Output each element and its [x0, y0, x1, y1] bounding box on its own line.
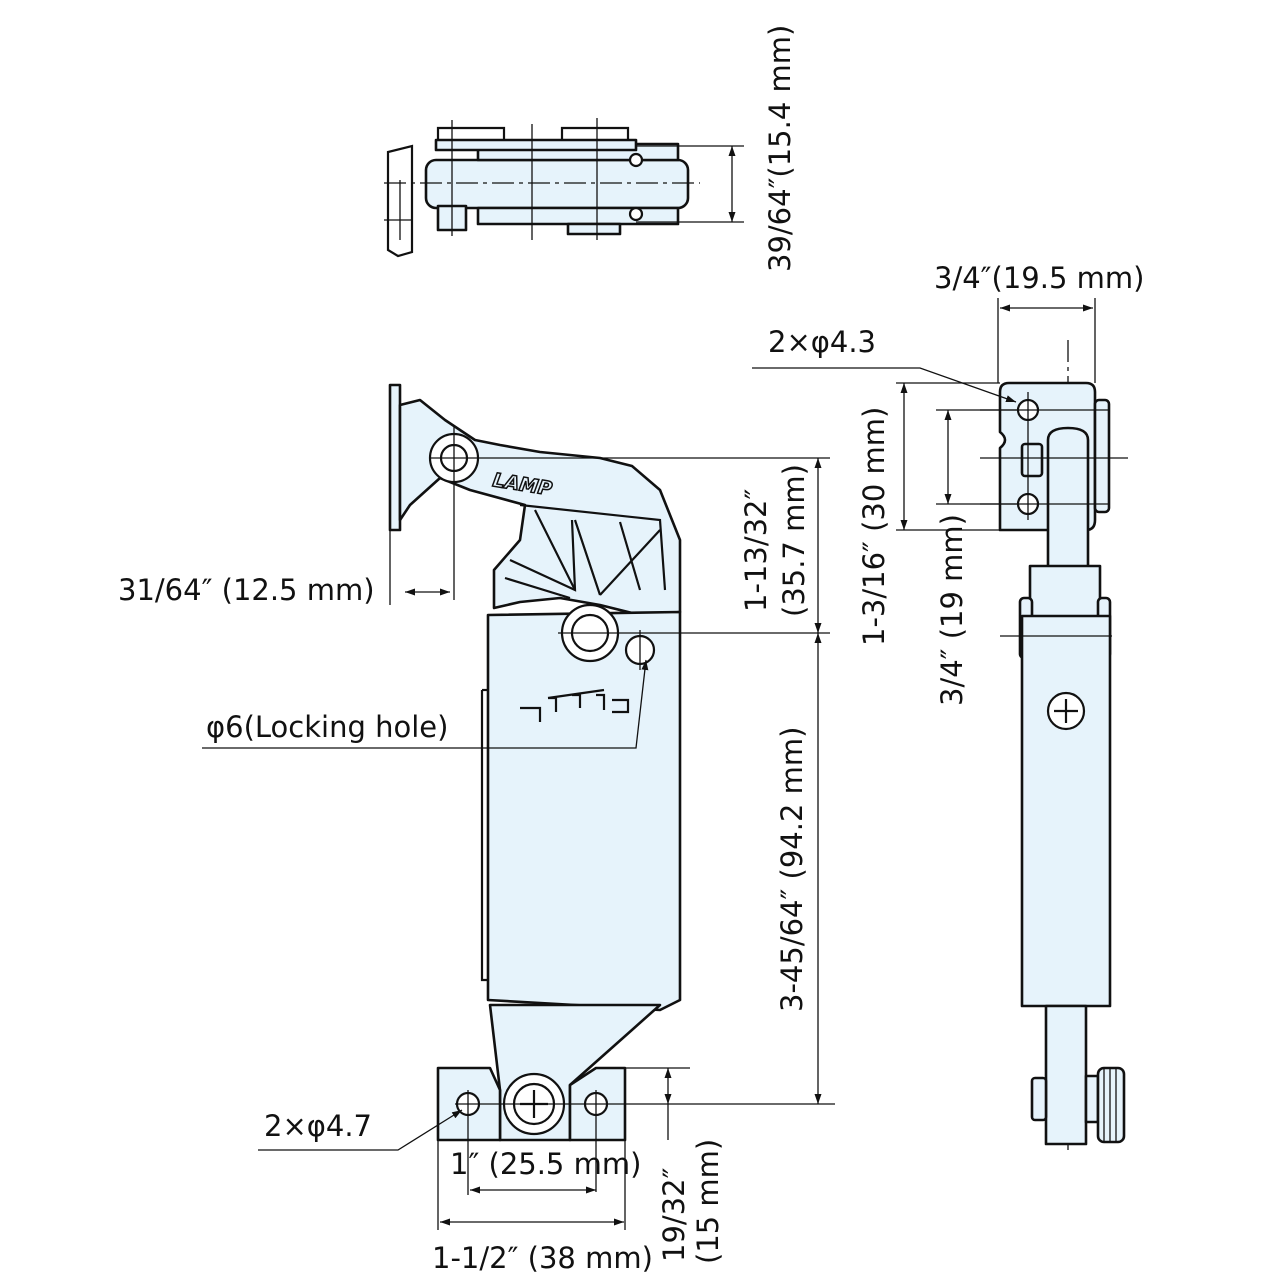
- body-length-label: 3-45/64″ (94.2 mm): [775, 727, 809, 1012]
- pivot-to-hole-label-2: (35.7 mm): [777, 464, 811, 617]
- top-view: [384, 118, 744, 258]
- front-view: LAMP: [388, 383, 835, 1230]
- top-height-label: 39/64″(15.4 mm): [763, 25, 797, 272]
- side-hole-pitch-label: 1-3/16″ (30 mm): [857, 407, 891, 646]
- locking-hole-label: φ6(Locking hole): [206, 710, 448, 744]
- side-hole-offset-label: 3/4″ (19 mm): [935, 514, 969, 706]
- base-height-label-2: (15 mm): [691, 1139, 725, 1264]
- side-width-label: 3/4″(19.5 mm): [934, 261, 1144, 295]
- base-hole-pitch-label: 1″ (25.5 mm): [450, 1147, 641, 1181]
- side-holes-label: 2×φ4.3: [768, 325, 876, 359]
- pivot-offset-label: 31/64″ (12.5 mm): [118, 573, 375, 607]
- base-width-label: 1-1/2″ (38 mm): [432, 1241, 653, 1275]
- side-dimension-lines: [752, 298, 1096, 531]
- side-view: [980, 340, 1128, 1150]
- base-height-label-1: 19/32″: [657, 1167, 691, 1262]
- base-holes-label: 2×φ4.7: [264, 1109, 372, 1143]
- pivot-to-hole-label-1: 1-13/32″: [739, 489, 773, 612]
- front-dimension-lines: [202, 458, 822, 1226]
